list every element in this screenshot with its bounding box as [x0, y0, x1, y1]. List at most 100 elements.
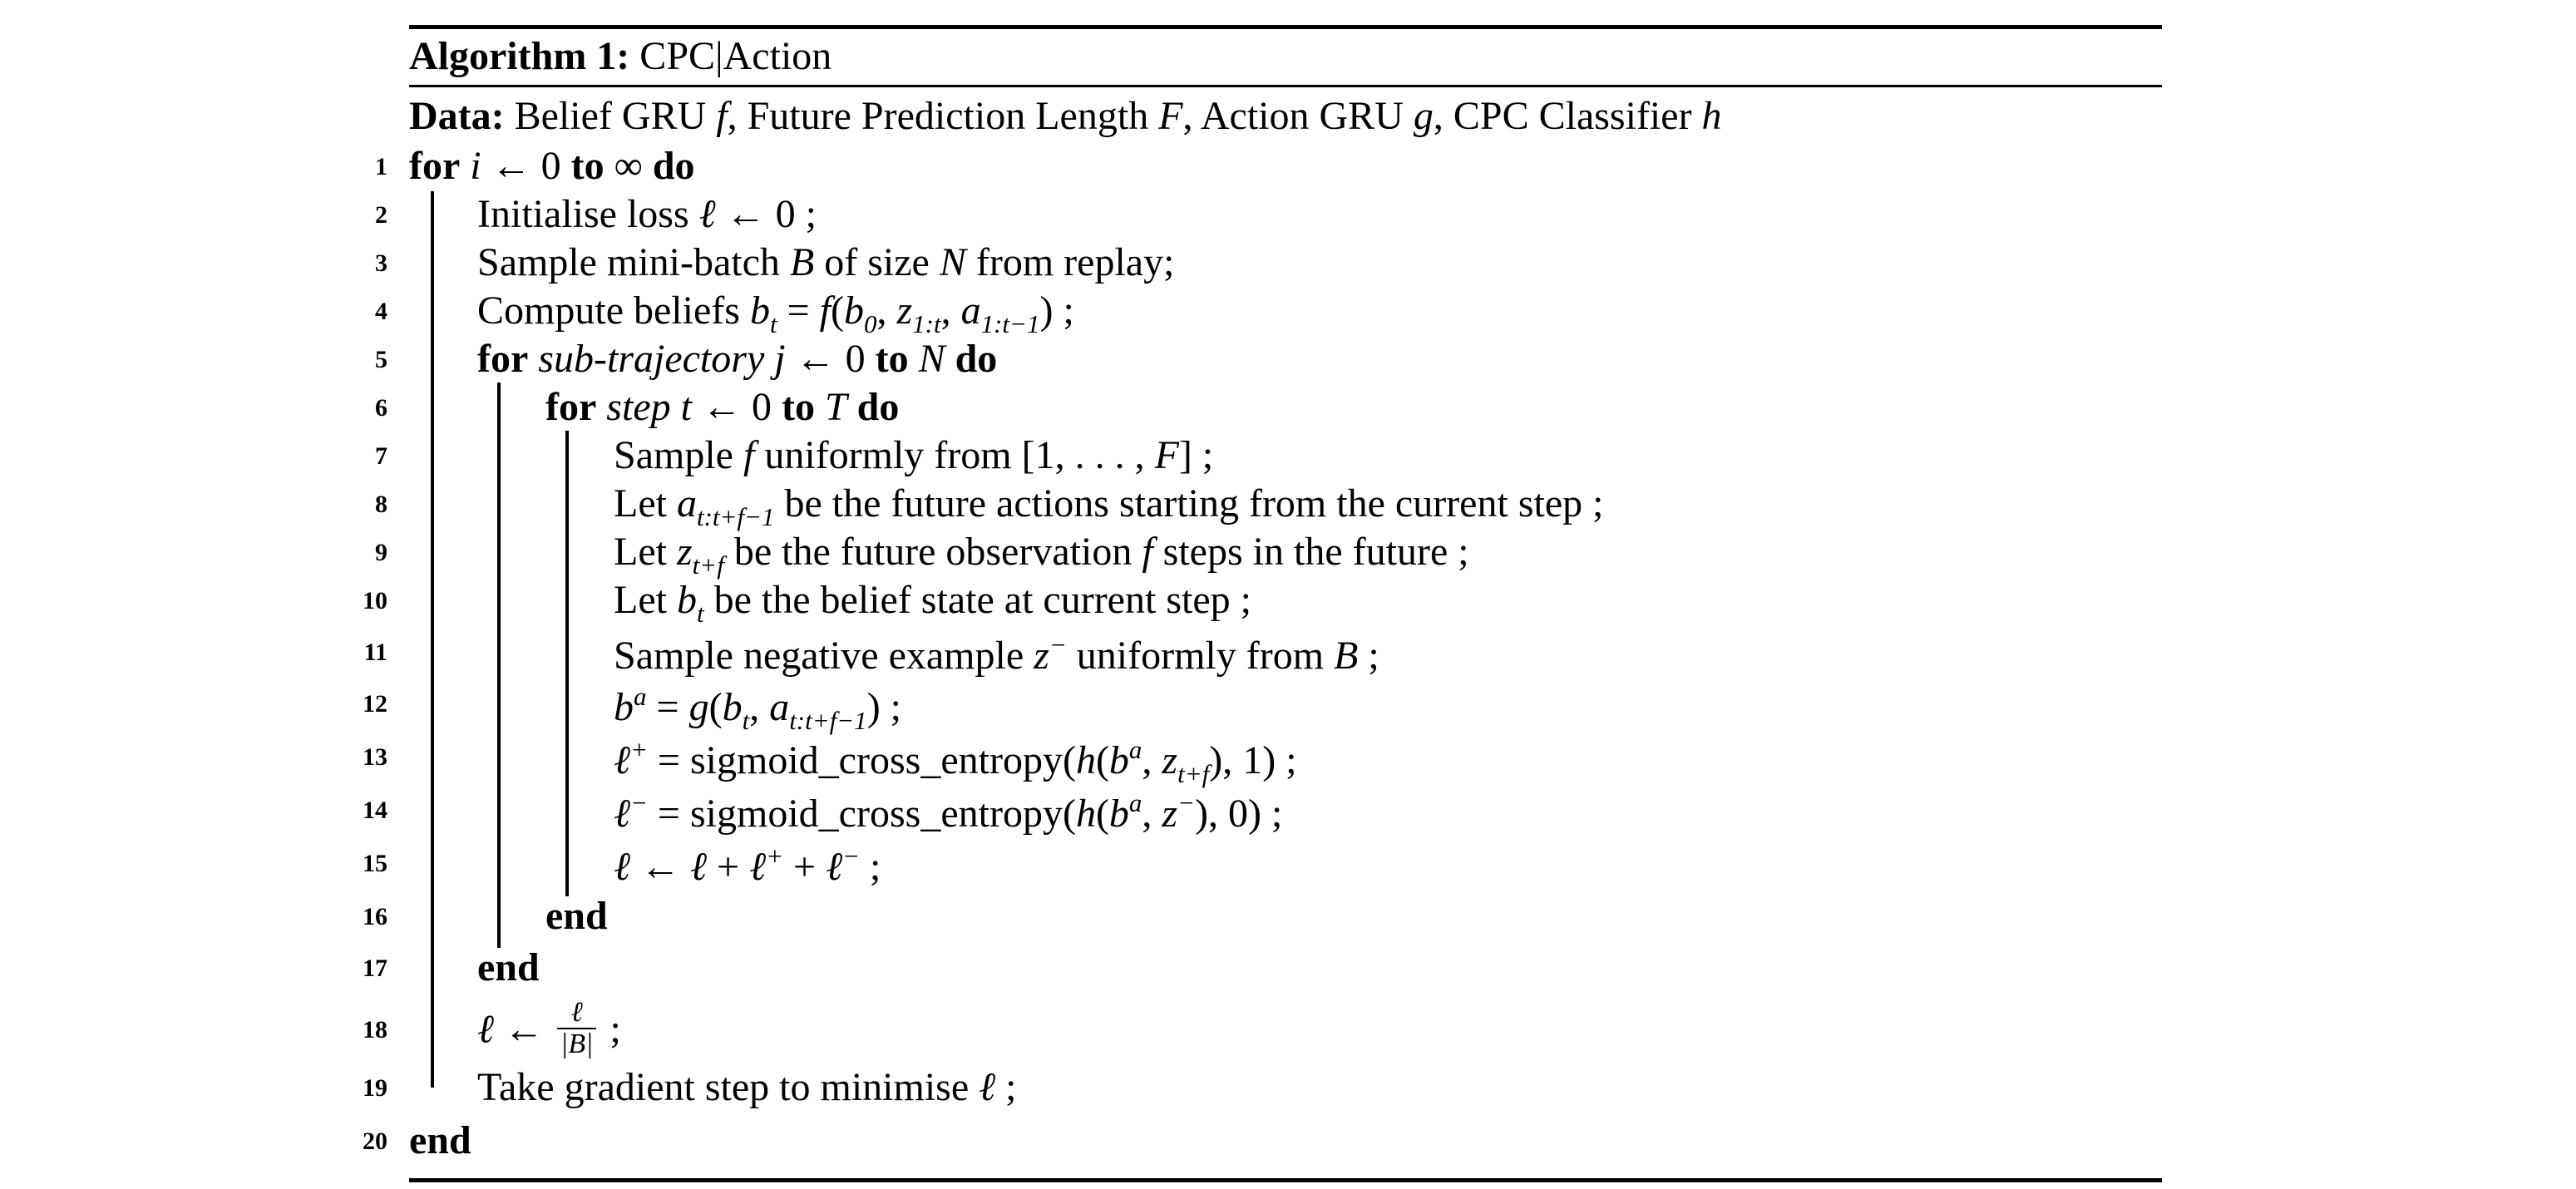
line-text: Sample — [614, 433, 743, 477]
fraction: ℓ|B| — [557, 998, 597, 1059]
line-number: 19 — [333, 1066, 387, 1113]
data-text: , Action GRU — [1182, 94, 1414, 138]
line-text: 13 — [363, 743, 387, 771]
line-text: Initialise loss — [477, 192, 699, 236]
math-symbol: a — [769, 685, 790, 729]
line-number: 14 — [333, 788, 387, 835]
line-text: ( — [830, 289, 844, 333]
line-number: 11 — [333, 630, 387, 677]
data-text: , Future Prediction Length — [727, 94, 1159, 138]
algo-line-18: ℓ ← ℓ|B| ; — [477, 998, 621, 1063]
math-symbol: t — [769, 309, 777, 338]
math-var: f — [716, 94, 728, 138]
line-text: 2 — [375, 201, 387, 229]
math-symbol: 1:t−1 — [980, 309, 1040, 338]
line-text: ( — [708, 685, 723, 729]
math-symbol: t — [742, 706, 750, 735]
line-text: Sample negative example — [614, 634, 1034, 678]
line-text: 16 — [363, 903, 387, 930]
line-text: 20 — [363, 1127, 387, 1155]
line-text: 17 — [363, 955, 387, 982]
math-symbol: ℓ — [614, 845, 630, 889]
math-symbol: 1:t — [912, 309, 941, 338]
algo-line-7: Sample f uniformly from [1, . . . , F] ; — [614, 436, 1213, 476]
line-text: 10 — [363, 587, 387, 614]
math-symbol: t — [696, 599, 704, 628]
line-text: 12 — [363, 690, 387, 718]
math-symbol: N — [918, 337, 945, 381]
math-symbol: ℓ — [614, 738, 630, 782]
math-symbol: a — [634, 682, 647, 711]
line-number: 4 — [333, 289, 387, 336]
line-number: 6 — [333, 386, 387, 432]
line-text: ), 1) ; — [1209, 738, 1297, 782]
line-text: + — [783, 845, 827, 889]
line-text: be the belief state at current step ; — [703, 578, 1251, 622]
line-text: ) ; — [866, 685, 902, 729]
line-text: ( — [1095, 738, 1109, 782]
algo-line-17: end — [477, 948, 540, 988]
block-bar-outer — [431, 191, 434, 1088]
line-text: ← 0 — [691, 385, 782, 429]
line-text: uniformly from [1, . . . , — [754, 433, 1155, 477]
line-number: 15 — [333, 841, 387, 888]
line-text: , — [1142, 738, 1162, 782]
math-symbol: ℓ — [698, 192, 716, 236]
math-symbol: ℓ — [979, 1065, 996, 1109]
line-text: ; — [995, 1065, 1017, 1109]
math-symbol: h — [1075, 792, 1096, 836]
line-text: 11 — [363, 639, 387, 666]
math-var: F — [1158, 94, 1183, 138]
line-text: Compute beliefs — [477, 289, 750, 333]
line-text: step — [606, 385, 671, 429]
line-number: 9 — [333, 530, 387, 577]
line-text: = — [646, 685, 689, 729]
line-number: 20 — [333, 1119, 387, 1166]
line-text: 6 — [375, 394, 387, 422]
line-text: 18 — [363, 1016, 387, 1043]
math-symbol: t+f — [692, 550, 724, 580]
math-symbol: N — [939, 240, 966, 284]
math-symbol: ℓ — [690, 845, 707, 889]
math-symbol: z — [896, 289, 913, 333]
line-text: 8 — [375, 491, 387, 518]
algo-line-14: ℓ− = sigmoid_cross_entropy(h(ba, z−), 0)… — [614, 790, 1282, 834]
line-text: ∞ — [614, 144, 643, 188]
math-symbol: i — [470, 144, 481, 188]
algo-line-4: Compute beliefs bt = f(b0, z1:t, a1:t−1)… — [477, 289, 1074, 338]
algo-line-19: Take gradient step to minimise ℓ ; — [477, 1068, 1017, 1108]
line-text: 3 — [375, 249, 387, 277]
math-symbol: t:t+f−1 — [696, 502, 775, 531]
math-symbol: b — [722, 685, 743, 729]
line-number: 3 — [333, 241, 387, 288]
keyword: to — [875, 337, 909, 381]
algorithm-caption: Algorithm 1: CPC|Action — [409, 37, 832, 76]
line-text: |B| — [560, 1028, 594, 1059]
block-bar-inner — [565, 431, 569, 896]
data-text: Belief GRU — [514, 94, 717, 138]
line-number: 1 — [333, 145, 387, 191]
header-rule — [409, 85, 2162, 87]
line-text: , — [940, 289, 961, 333]
algo-line-3: Sample mini-batch B of size N from repla… — [477, 243, 1174, 283]
math-symbol: − — [842, 841, 860, 871]
line-text: Let — [614, 530, 677, 574]
line-text: be the future observation — [723, 530, 1142, 574]
math-symbol: + — [766, 841, 783, 871]
math-symbol: − — [630, 788, 648, 817]
algo-line-12: ba = g(bt, at:t+f−1) ; — [614, 683, 901, 733]
algo-line-8: Let at:t+f−1 be the future actions start… — [614, 484, 1603, 530]
math-symbol: a — [1128, 788, 1142, 817]
line-text: 19 — [363, 1074, 387, 1102]
line-text: uniformly from — [1066, 634, 1335, 678]
line-number: 10 — [333, 579, 387, 625]
line-text: 15 — [363, 850, 387, 877]
line-number: 16 — [333, 895, 387, 941]
math-symbol: z — [1162, 792, 1178, 836]
math-symbol: t:t+f−1 — [789, 706, 867, 735]
line-text: ] ; — [1178, 433, 1214, 477]
math-var: h — [1701, 94, 1722, 138]
math-symbol: ℓ — [477, 1007, 494, 1052]
math-symbol: 0 — [863, 309, 877, 338]
line-number: 8 — [333, 482, 387, 529]
